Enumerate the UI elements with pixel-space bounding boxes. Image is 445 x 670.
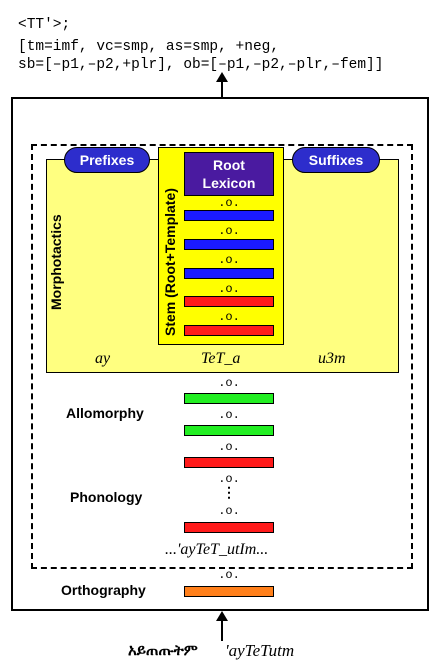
compose-op: .o. bbox=[218, 504, 240, 518]
compose-op: .o. bbox=[218, 408, 240, 422]
compose-op: .o. bbox=[218, 224, 240, 238]
intermediate-form: ...'ayTeT_utIm... bbox=[165, 541, 269, 558]
template-bar-blue bbox=[184, 210, 274, 221]
suffix-form: u3m bbox=[318, 350, 346, 367]
up-arrow-top-icon bbox=[216, 72, 228, 98]
allomorphy-bar-green bbox=[184, 425, 274, 436]
header-tag: <TT'>; bbox=[18, 17, 71, 33]
compose-op: .o. bbox=[218, 376, 240, 390]
phonology-bar-red bbox=[184, 457, 274, 468]
morphotactics-label: Morphotactics bbox=[48, 214, 64, 310]
header-features-line1: [tm=imf, vc=smp, as=smp, +neg, bbox=[18, 39, 280, 55]
up-arrow-bottom-icon bbox=[216, 611, 228, 641]
orthography-bar-orange bbox=[184, 586, 274, 597]
compose-op: .o. bbox=[218, 282, 240, 296]
compose-op: .o. bbox=[218, 253, 240, 267]
root-lexicon-line1: Root bbox=[213, 157, 245, 173]
compose-op: .o. bbox=[218, 568, 240, 582]
root-lexicon-box: Root Lexicon bbox=[184, 152, 274, 196]
root-lexicon-line2: Lexicon bbox=[202, 175, 256, 191]
prefixes-pill: Prefixes bbox=[64, 147, 150, 173]
stem-label: Stem (Root+Template) bbox=[162, 188, 178, 336]
compose-op: .o. bbox=[218, 196, 240, 210]
template-bar-red bbox=[184, 325, 274, 336]
surface-form-transliteration: 'ayTeTutm bbox=[225, 641, 295, 660]
template-bar-blue bbox=[184, 268, 274, 279]
phonology-bar-red bbox=[184, 522, 274, 533]
compose-op: .o. bbox=[218, 310, 240, 324]
phonology-label: Phonology bbox=[70, 489, 143, 505]
header-features-line2: sb=[–p1,–p2,+plr], ob=[–p1,–p2,–plr,–fem… bbox=[18, 57, 384, 73]
vertical-ellipsis-icon: ⋮ bbox=[222, 484, 236, 500]
allomorphy-bar-green bbox=[184, 393, 274, 404]
morphophonology-dashed-box bbox=[31, 144, 413, 569]
compose-op: .o. bbox=[218, 472, 240, 486]
allomorphy-label: Allomorphy bbox=[66, 405, 144, 421]
template-bar-blue bbox=[184, 239, 274, 250]
suffixes-pill: Suffixes bbox=[292, 147, 380, 173]
transducer-outer-box bbox=[11, 97, 429, 611]
surface-form-script: አይጠጡትም bbox=[128, 641, 198, 659]
prefix-form: ay bbox=[95, 350, 111, 367]
stem-form: TeT_a bbox=[201, 350, 241, 367]
compose-op: .o. bbox=[218, 440, 240, 454]
orthography-label: Orthography bbox=[61, 582, 146, 598]
template-bar-red bbox=[184, 296, 274, 307]
